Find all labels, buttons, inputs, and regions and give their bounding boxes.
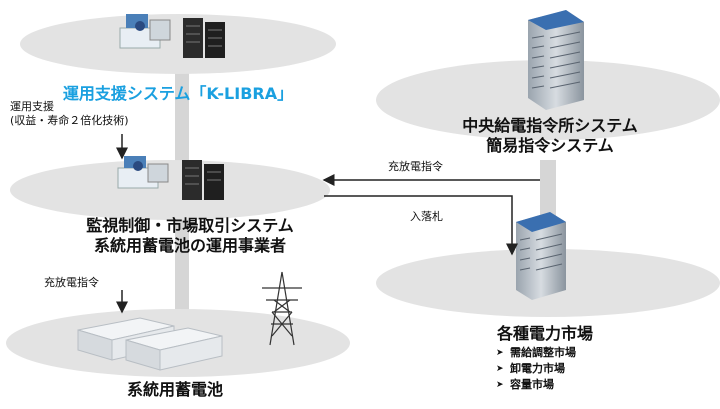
markets-title: 各種電力市場: [496, 324, 593, 343]
battery-containers-icon: [77, 317, 223, 371]
chevron-right-icon: ➤: [496, 348, 504, 358]
monitor-title-line2: 系統用蓄電池の運用事業者: [93, 236, 286, 255]
market-list: ➤需給調整市場 ➤卸電力市場 ➤容量市場: [496, 345, 576, 393]
dispatch-bottom-label: 充放電指令: [44, 276, 99, 289]
central-title-line2: 簡易指令システム: [486, 136, 614, 155]
building-market-icon: [516, 212, 566, 300]
bid-label: 入落札: [410, 210, 443, 223]
market-list-item: ➤卸電力市場: [496, 362, 565, 375]
market-list-item: ➤需給調整市場: [496, 346, 576, 359]
k-libra-title: 運用支援システム「K-LIBRA」: [62, 84, 294, 103]
central-title-line1: 中央給電指令所システム: [462, 116, 638, 135]
dispatch-top-label: 充放電指令: [388, 160, 443, 173]
monitor-title-line1: 監視制御・市場取引システム: [86, 216, 294, 235]
operator-workstation-icon: [119, 14, 171, 49]
server-rack-icon: [182, 160, 224, 200]
battery-title: 系統用蓄電池: [126, 380, 223, 399]
support-label-line2: (収益・寿命２倍化技術): [10, 114, 129, 127]
market-list-item: ➤容量市場: [496, 378, 554, 391]
building-central-icon: [528, 10, 584, 110]
support-label-line1: 運用支援: [10, 100, 54, 113]
transmission-tower-icon: [262, 271, 302, 346]
chevron-right-icon: ➤: [496, 380, 504, 390]
operator-workstation-icon: [117, 156, 169, 189]
platform-k-libra: [20, 14, 336, 74]
connector-vertical-left: [175, 70, 189, 370]
bid-arrow: [324, 195, 518, 256]
server-rack-icon: [183, 18, 225, 58]
chevron-right-icon: ➤: [496, 364, 504, 374]
platform-monitor: [10, 160, 330, 220]
